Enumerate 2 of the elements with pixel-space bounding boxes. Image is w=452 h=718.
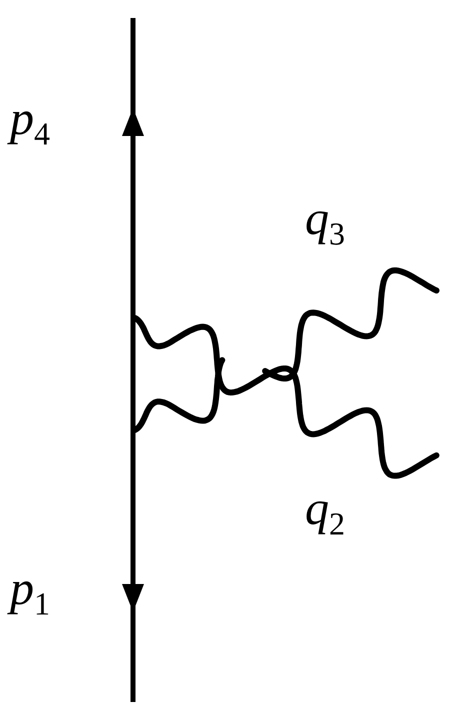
momentum-label: q$_{3}$	[305, 195, 345, 250]
momentum-label: q$_{2}$	[305, 485, 345, 540]
